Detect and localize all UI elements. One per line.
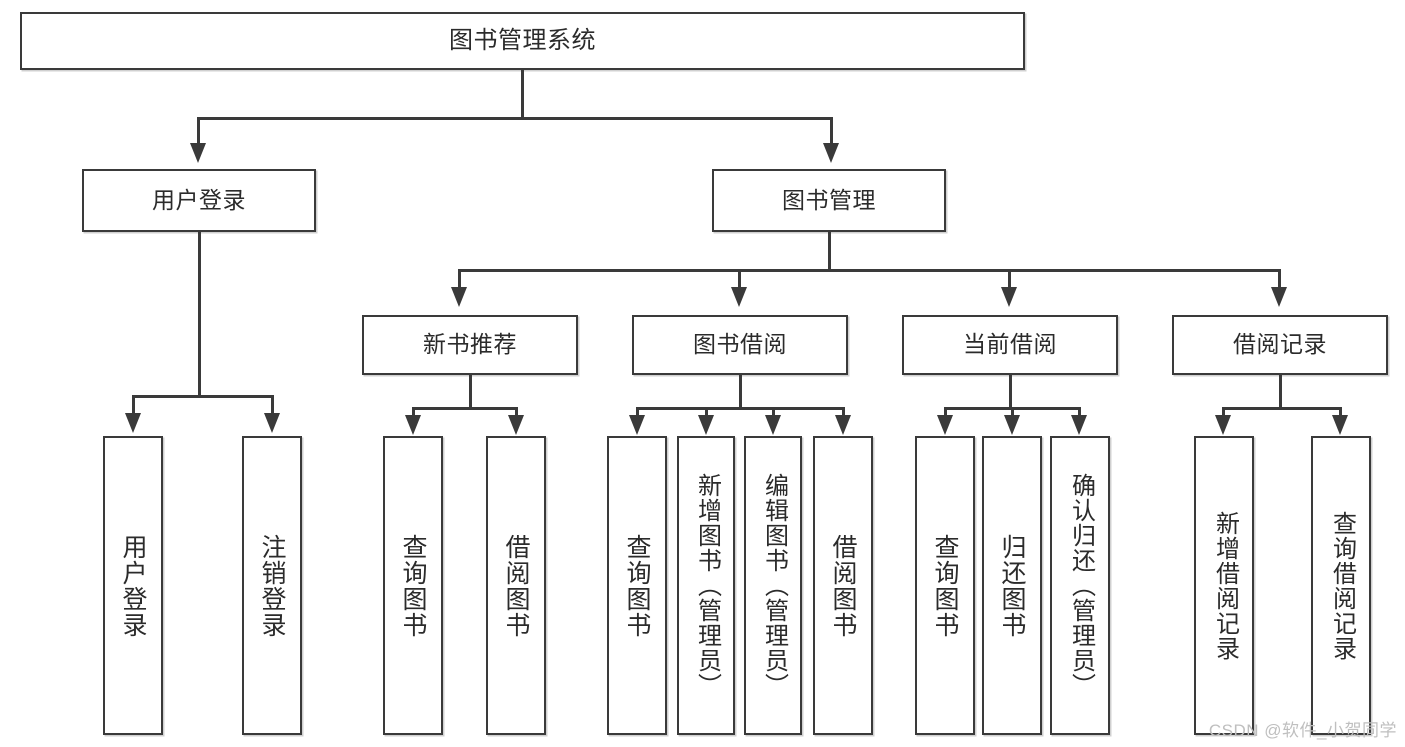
- node-book-management[interactable]: 图书管理: [712, 169, 946, 232]
- node-label: 图书管理系统: [449, 26, 596, 54]
- leaf-logout[interactable]: 注销登录: [242, 436, 302, 735]
- node-label: 编辑图书（管理员）: [760, 473, 788, 698]
- connector-user-login-stem: [198, 232, 201, 397]
- connector-to-book-borrow: [738, 269, 741, 287]
- node-new-book-recommendation[interactable]: 新书推荐: [362, 315, 578, 375]
- node-label: 查询借阅记录: [1328, 510, 1356, 661]
- node-label: 图书管理: [782, 186, 876, 213]
- connector-to-borrow-record: [1278, 269, 1281, 287]
- node-root-book-management-system[interactable]: 图书管理系统: [20, 12, 1025, 70]
- arrowhead-leaf-add-book: [698, 415, 714, 435]
- arrowhead-to-book-borrow: [731, 287, 747, 307]
- node-label: 新增图书（管理员）: [693, 473, 721, 698]
- leaf-add-borrow-record[interactable]: 新增借阅记录: [1194, 436, 1254, 735]
- connector-book-borrow-drop-2: [705, 407, 708, 415]
- leaf-return-book[interactable]: 归还图书: [982, 436, 1042, 735]
- connector-borrow-record-drop-2: [1339, 407, 1342, 415]
- node-label: 确认归还（管理员）: [1067, 473, 1095, 698]
- leaf-borrow-book-new-rec[interactable]: 借阅图书: [486, 436, 546, 735]
- connector-new-book-rec-drop-1: [412, 407, 415, 415]
- connector-book-borrow-drop-1: [636, 407, 639, 415]
- node-label: 借阅图书: [502, 533, 530, 638]
- connector-borrow-record-stem: [1279, 375, 1282, 409]
- arrowhead-leaf-query-book-2: [629, 415, 645, 435]
- connector-book-manage-stem: [828, 232, 831, 271]
- arrowhead-leaf-query-record: [1332, 415, 1348, 435]
- connector-to-current-borrow: [1008, 269, 1011, 287]
- arrowhead-leaf-query-book-1: [405, 415, 421, 435]
- leaf-user-login[interactable]: 用户登录: [103, 436, 163, 735]
- connector-level3-bar: [458, 269, 1280, 272]
- node-book-borrow[interactable]: 图书借阅: [632, 315, 848, 375]
- leaf-add-book-admin[interactable]: 新增图书（管理员）: [677, 436, 735, 735]
- leaf-query-book-new-rec[interactable]: 查询图书: [383, 436, 443, 735]
- connector-book-borrow-stem: [739, 375, 742, 409]
- connector-book-borrow-bar: [636, 407, 844, 410]
- leaf-edit-book-admin[interactable]: 编辑图书（管理员）: [744, 436, 802, 735]
- connector-to-new-book-rec: [458, 269, 461, 287]
- connector-user-login-drop-1: [132, 395, 135, 413]
- node-label: 新增借阅记录: [1211, 510, 1239, 661]
- node-label: 归还图书: [998, 533, 1026, 638]
- node-label: 用户登录: [119, 533, 147, 638]
- arrowhead-leaf-query-book-3: [937, 415, 953, 435]
- connector-book-borrow-drop-4: [842, 407, 845, 415]
- node-label: 借阅记录: [1233, 331, 1327, 358]
- connector-book-borrow-drop-3: [772, 407, 775, 415]
- connector-borrow-record-drop-1: [1222, 407, 1225, 415]
- connector-new-book-rec-stem: [469, 375, 472, 409]
- leaf-query-borrow-record[interactable]: 查询借阅记录: [1311, 436, 1371, 735]
- connector-current-borrow-drop-1: [944, 407, 947, 415]
- node-label: 注销登录: [258, 533, 286, 638]
- leaf-query-book-borrow[interactable]: 查询图书: [607, 436, 667, 735]
- node-label: 查询图书: [931, 533, 959, 638]
- node-label: 查询图书: [399, 533, 427, 638]
- arrowhead-leaf-confirm-return: [1071, 415, 1087, 435]
- node-borrow-record[interactable]: 借阅记录: [1172, 315, 1388, 375]
- node-label: 当前借阅: [963, 331, 1057, 358]
- connector-level2-bar: [197, 117, 833, 120]
- connector-new-book-rec-drop-2: [515, 407, 518, 415]
- leaf-query-book-current[interactable]: 查询图书: [915, 436, 975, 735]
- connector-user-login-drop-2: [271, 395, 274, 413]
- connector-current-borrow-drop-3: [1078, 407, 1081, 415]
- connector-user-login-bar: [132, 395, 273, 398]
- connector-new-book-rec-bar: [412, 407, 517, 410]
- arrowhead-leaf-borrow-book-2: [835, 415, 851, 435]
- node-label: 新书推荐: [423, 331, 517, 358]
- arrowhead-to-user-login: [190, 143, 206, 163]
- connector-to-book-manage: [830, 117, 833, 143]
- arrowhead-leaf-return-book: [1004, 415, 1020, 435]
- arrowhead-to-new-book-rec: [451, 287, 467, 307]
- connector-root-stem: [521, 70, 524, 118]
- node-label: 查询图书: [623, 533, 651, 638]
- connector-to-user-login: [197, 117, 200, 143]
- arrowhead-to-current-borrow: [1001, 287, 1017, 307]
- node-label: 图书借阅: [693, 331, 787, 358]
- arrowhead-leaf-edit-book: [765, 415, 781, 435]
- node-label: 用户登录: [152, 186, 246, 213]
- arrowhead-leaf-borrow-book-1: [508, 415, 524, 435]
- connector-current-borrow-stem: [1009, 375, 1012, 409]
- node-current-borrow[interactable]: 当前借阅: [902, 315, 1118, 375]
- arrowhead-leaf-user-login: [125, 413, 141, 433]
- connector-borrow-record-bar: [1222, 407, 1341, 410]
- node-label: 借阅图书: [829, 533, 857, 638]
- arrowhead-leaf-logout: [264, 413, 280, 433]
- connector-current-borrow-drop-2: [1011, 407, 1014, 415]
- arrowhead-leaf-add-record: [1215, 415, 1231, 435]
- leaf-confirm-return-admin[interactable]: 确认归还（管理员）: [1050, 436, 1110, 735]
- leaf-borrow-book-borrow[interactable]: 借阅图书: [813, 436, 873, 735]
- arrowhead-to-book-manage: [823, 143, 839, 163]
- node-user-login[interactable]: 用户登录: [82, 169, 316, 232]
- arrowhead-to-borrow-record: [1271, 287, 1287, 307]
